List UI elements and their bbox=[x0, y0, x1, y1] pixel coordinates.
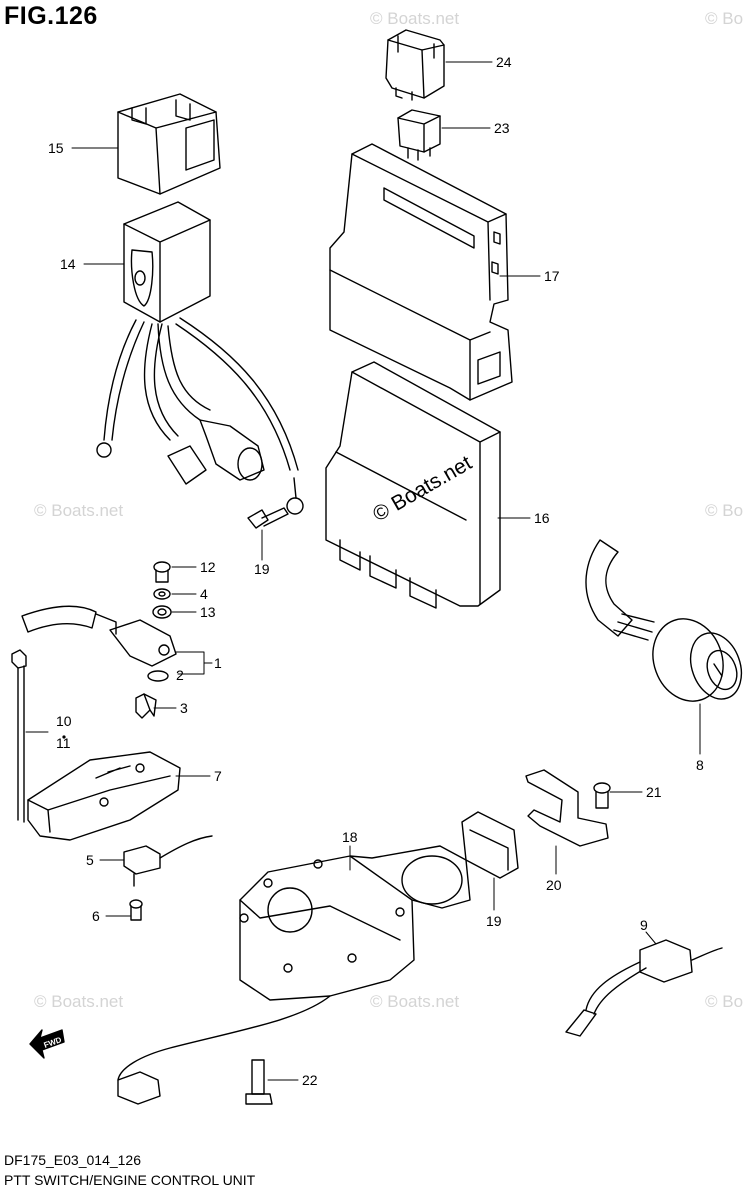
fwd-arrow-icon: FWD bbox=[29, 1029, 65, 1059]
callout-18: 18 bbox=[342, 829, 358, 845]
callout-23: 23 bbox=[494, 120, 510, 136]
watermark-center: © Boats.net bbox=[369, 451, 476, 526]
callout-8: 8 bbox=[696, 757, 704, 773]
part-6-screw bbox=[129, 899, 143, 921]
part-5-switch bbox=[123, 835, 213, 887]
part-16-ecu bbox=[325, 361, 501, 609]
part-23-relay bbox=[397, 109, 441, 161]
callout-14: 14 bbox=[60, 256, 76, 272]
figure-title: FIG.126 bbox=[4, 2, 98, 30]
part-10-cable-tie bbox=[11, 649, 27, 823]
callout-11: 11 bbox=[56, 735, 71, 751]
callout-22: 22 bbox=[302, 1072, 318, 1088]
callout-20: 20 bbox=[546, 877, 562, 893]
callout-9: 9 bbox=[640, 917, 648, 933]
callout-15: 15 bbox=[48, 140, 64, 156]
watermark: © Boats.net bbox=[370, 992, 459, 1011]
figure-code: DF175_E03_014_126 bbox=[4, 1152, 142, 1168]
part-22-bolt bbox=[245, 1059, 273, 1105]
callout-2: 2 bbox=[176, 667, 184, 683]
callout-17: 17 bbox=[544, 268, 560, 284]
leader-lines bbox=[25, 61, 701, 1081]
part-24-relay bbox=[385, 29, 445, 101]
watermark: © Boats.net bbox=[34, 992, 123, 1011]
callout-3: 3 bbox=[180, 700, 188, 716]
part-19-bolt bbox=[247, 507, 289, 529]
part-17-ecu bbox=[329, 143, 513, 401]
callout-labels: 24 23 15 14 17 16 19 12 4 13 1 2 3 10 11… bbox=[48, 54, 704, 1088]
callout-5: 5 bbox=[86, 852, 94, 868]
part-3-clip bbox=[135, 693, 157, 719]
callout-13: 13 bbox=[200, 604, 216, 620]
part-19-grommet bbox=[461, 811, 519, 879]
watermark: © Boats.net bbox=[705, 9, 743, 28]
part-13-washer bbox=[152, 605, 172, 619]
part-20-bracket bbox=[525, 769, 609, 847]
callout-4: 4 bbox=[200, 586, 208, 602]
part-14-module-harness bbox=[96, 201, 304, 515]
callout-16: 16 bbox=[534, 510, 550, 526]
callout-7: 7 bbox=[214, 768, 222, 784]
callout-6: 6 bbox=[92, 908, 100, 924]
watermark: © Boats.net bbox=[370, 9, 459, 28]
callout-19-lower: 19 bbox=[486, 913, 502, 929]
callout-19-upper: 19 bbox=[254, 561, 270, 577]
callout-dot bbox=[62, 735, 66, 739]
callout-12: 12 bbox=[200, 559, 216, 575]
part-4-washer bbox=[153, 588, 171, 600]
part-1-sensor bbox=[21, 605, 177, 667]
callout-21: 21 bbox=[646, 784, 662, 800]
part-9-harness bbox=[565, 939, 723, 1037]
part-2-oring bbox=[147, 670, 169, 682]
watermarks: © Boats.net © Boats.net © Boats.net © Bo… bbox=[34, 9, 743, 1011]
part-21-bolt bbox=[593, 782, 611, 809]
watermark: © Boats.net bbox=[34, 501, 123, 520]
watermark: © Boats.net bbox=[705, 501, 743, 520]
callout-1: 1 bbox=[214, 655, 222, 671]
callout-10: 10 bbox=[56, 713, 72, 729]
part-15-cap bbox=[117, 93, 221, 195]
callout-24: 24 bbox=[496, 54, 512, 70]
part-12-screw bbox=[153, 561, 171, 583]
figure-caption: PTT SWITCH/ENGINE CONTROL UNIT bbox=[4, 1172, 256, 1188]
watermark: © Boats.net bbox=[705, 992, 743, 1011]
part-8-connector bbox=[585, 539, 743, 702]
part-18-ptt-motor bbox=[117, 845, 471, 1105]
part-7-holder bbox=[27, 751, 181, 841]
